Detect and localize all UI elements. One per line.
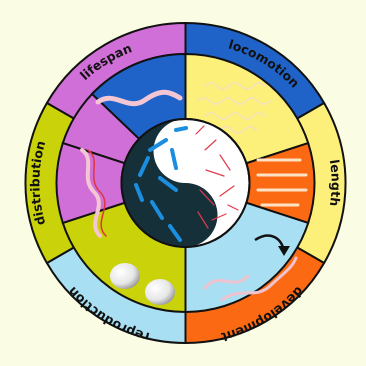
label-length: length xyxy=(327,159,344,208)
yin-yang-icon xyxy=(122,119,250,247)
